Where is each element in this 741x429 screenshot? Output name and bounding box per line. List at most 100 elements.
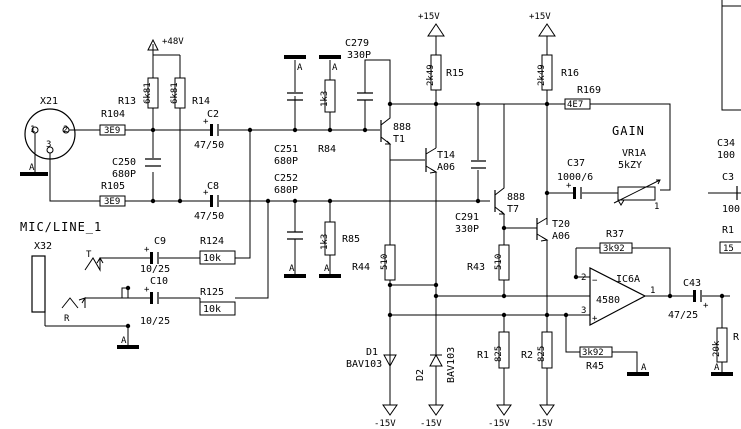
r1x-value: 15 (723, 244, 734, 254)
x21-label: X21 (40, 96, 58, 107)
r15-value: 2k49 (426, 64, 436, 86)
wire (152, 108, 181, 201)
wire (576, 276, 590, 316)
c250-label: C250 (112, 157, 136, 168)
r169-value: 4E7 (567, 100, 583, 110)
c8-plus: + (203, 188, 209, 198)
wire (49, 153, 205, 202)
r124-label: R124 (200, 236, 224, 247)
capacitor-c251 (287, 92, 303, 101)
r45-value: 3k92 (582, 348, 604, 358)
c10-plus: + (144, 285, 150, 295)
r125-value: 10k (203, 304, 221, 315)
d2-label: D2 (415, 369, 426, 381)
x32-label: X32 (34, 241, 52, 252)
pot-arrow-icon (613, 179, 661, 204)
r124-value: 10k (203, 253, 221, 264)
c2-value: 47/50 (194, 140, 224, 151)
p15-arrow-icon (427, 23, 445, 37)
c34-label: C34 (717, 138, 735, 149)
r105-label: R105 (101, 181, 125, 192)
r16-label: R16 (561, 68, 579, 79)
c3x-value: 100 (722, 204, 740, 215)
c9-label: C9 (154, 236, 166, 247)
xlr-pin2: 2 (63, 125, 68, 135)
resistor-r105 (99, 195, 126, 207)
wire (547, 103, 671, 191)
resistor-r15 (430, 54, 442, 91)
diode-d2-icon (429, 296, 443, 367)
r1-label: R1 (477, 350, 489, 361)
resistor-r37 (599, 242, 633, 254)
ground-symbol (284, 274, 306, 278)
r44-label: R44 (352, 262, 370, 273)
r14-value: 6k81 (170, 82, 180, 104)
r44-value: 510 (380, 254, 390, 270)
c252-value: 680P (274, 185, 298, 196)
c9-value: 10/25 (140, 264, 170, 275)
r125-label: R125 (200, 287, 224, 298)
c251-value: 680P (274, 156, 298, 167)
capacitor-c279 (357, 92, 373, 101)
junction-dots (125, 101, 725, 329)
capacitor-c2 (210, 124, 213, 136)
c2-label: C2 (207, 109, 219, 120)
r105-value: 3E9 (104, 197, 120, 207)
vr1a-pin1: 1 (654, 202, 659, 212)
c251-label: C251 (274, 144, 298, 155)
c8-label: C8 (207, 181, 219, 192)
ground-symbol (117, 345, 139, 349)
transistor-t20: T20 A06 (504, 217, 570, 332)
r2-value: 825 (537, 346, 547, 362)
c2-plus: + (203, 117, 209, 127)
p15-arrow-icon (538, 23, 556, 37)
wire (128, 130, 251, 259)
wire (364, 59, 391, 130)
ground-label: A (324, 264, 330, 274)
ground-label: A (297, 63, 303, 73)
c37-plus: + (566, 181, 572, 191)
ground-symbol (284, 55, 306, 59)
vr1a-label: VR1A (622, 148, 646, 159)
r1x-label: R1 (722, 225, 734, 236)
ic6a-minus: − (592, 276, 598, 286)
c43-value: 47/25 (668, 310, 698, 321)
capacitor-c8 (210, 195, 213, 207)
ground-label: A (641, 363, 647, 373)
ground-symbol (319, 274, 341, 278)
c291-value: 330P (455, 224, 479, 235)
gain-title: GAIN (612, 124, 645, 138)
wire (565, 315, 638, 372)
c291-label: C291 (455, 212, 479, 223)
d2-value: BAV103 (446, 347, 457, 383)
r16-value: 2k49 (537, 64, 547, 86)
r37-value: 3k92 (603, 244, 625, 254)
c250-value: 680P (112, 169, 136, 180)
resistor-r85 (324, 221, 336, 256)
d1-value: BAV103 (346, 359, 382, 370)
transistor-t1: 888 T1 (380, 104, 425, 161)
ground-label: A (714, 363, 720, 373)
t1-label: T1 (393, 134, 405, 145)
ic6a-label: IC6A (616, 274, 640, 285)
capacitor-c43 (693, 290, 696, 302)
pot-wiper-icon (617, 199, 625, 206)
resistor-edge-r1x (719, 241, 741, 254)
r37-label: R37 (606, 229, 624, 240)
c252-label: C252 (274, 173, 298, 184)
c279-label: C279 (345, 38, 369, 49)
c43-plus: + (703, 301, 709, 311)
ground-symbol (319, 55, 341, 59)
n15-label: -15V (374, 419, 396, 429)
p48-label: +48V (162, 37, 184, 47)
jack-connector-x32: T R (31, 250, 128, 327)
wire (721, 0, 741, 111)
t20-value: A06 (552, 231, 570, 242)
r85-label: R85 (342, 234, 360, 245)
ground-label: A (121, 336, 127, 346)
r43-value: 510 (494, 254, 504, 270)
n15-label: -15V (488, 419, 510, 429)
resistor-r2 (541, 331, 553, 369)
r13-label: R13 (118, 96, 136, 107)
